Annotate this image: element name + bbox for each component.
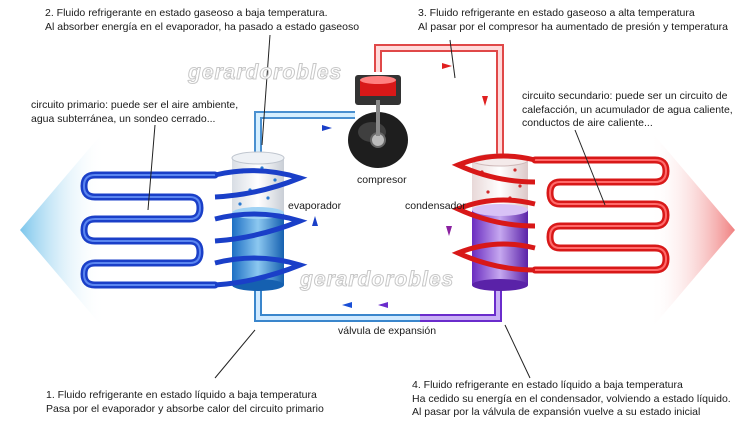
step-3-text: 3. Fluido refrigerante en estado gaseoso… xyxy=(418,7,728,34)
secondary-circuit-coil xyxy=(531,156,670,274)
flow-arrow-high-gas xyxy=(442,63,452,69)
step-4-description-1: Ha cedido su energía en el condensador, … xyxy=(412,392,731,405)
secondary-circuit-line-1: circuito secundario: puede ser un circui… xyxy=(522,90,728,102)
step-3-title: 3. Fluido refrigerante en estado gaseoso… xyxy=(418,7,695,19)
secondary-circuit-line-3: conductos de aire caliente... xyxy=(522,117,653,129)
cold-source-arrow xyxy=(20,130,105,330)
step-3-description: Al pasar por el compresor ha aumentado d… xyxy=(418,20,728,33)
refrigerant-pipe-low-gas xyxy=(254,111,355,160)
step-2-title: 2. Fluido refrigerante en estado gaseoso… xyxy=(45,7,328,19)
flow-arrow-to-compressor xyxy=(322,125,332,131)
condenser-coil xyxy=(451,153,536,273)
step-4-title: 4. Fluido refrigerante en estado líquido… xyxy=(412,379,683,391)
refrigerant-pipe-high-gas xyxy=(374,44,504,160)
flow-arrow-left-purple xyxy=(378,302,388,308)
primary-circuit-coil xyxy=(80,171,219,289)
watermark-top: gerardorobles xyxy=(187,61,343,85)
step-1-title: 1. Fluido refrigerante en estado líquido… xyxy=(46,389,317,401)
step-4-description-2: Al pasar por la válvula de expansión vue… xyxy=(412,406,701,418)
expansion-valve-label: válvula de expansión xyxy=(338,325,437,337)
compressor-label: compresor xyxy=(357,174,407,186)
step-1-text: 1. Fluido refrigerante en estado líquido… xyxy=(46,389,324,416)
compressor xyxy=(348,75,408,168)
secondary-circuit-line-2: calefacción, un acumulador de agua calie… xyxy=(522,103,733,116)
flow-arrow-cond-down xyxy=(446,226,452,236)
primary-circuit-text: circuito primario: puede ser el aire amb… xyxy=(31,99,238,126)
step-1-description: Pasa por el evaporador y absorbe calor d… xyxy=(46,402,324,415)
evaporator-label: evaporador xyxy=(288,200,342,212)
step-4-text: 4. Fluido refrigerante en estado líquido… xyxy=(412,379,731,420)
flow-arrow-down-right xyxy=(482,96,488,106)
refrigerant-pipe-liquid-after-valve xyxy=(420,285,502,322)
refrigerant-pipe-liquid-cold xyxy=(254,285,420,322)
evaporator-coil xyxy=(214,168,308,288)
condenser-label: condensador xyxy=(405,200,466,212)
flow-arrows xyxy=(312,63,488,308)
primary-circuit-line-2: agua subterránea, un sondeo cerrado... xyxy=(31,112,216,125)
flow-arrow-evap-up xyxy=(312,216,318,226)
primary-circuit-line-1: circuito primario: puede ser el aire amb… xyxy=(31,99,239,111)
flow-arrow-left-blue xyxy=(342,302,352,308)
step-2-description: Al absorber energía en el evaporador, ha… xyxy=(45,20,360,33)
heat-output-arrow xyxy=(650,130,735,330)
pointer-lines xyxy=(147,34,606,379)
step-2-text: 2. Fluido refrigerante en estado gaseoso… xyxy=(45,7,359,34)
watermark-bottom: gerardorobles xyxy=(299,268,455,292)
secondary-circuit-text: circuito secundario: puede ser un circui… xyxy=(522,90,733,131)
